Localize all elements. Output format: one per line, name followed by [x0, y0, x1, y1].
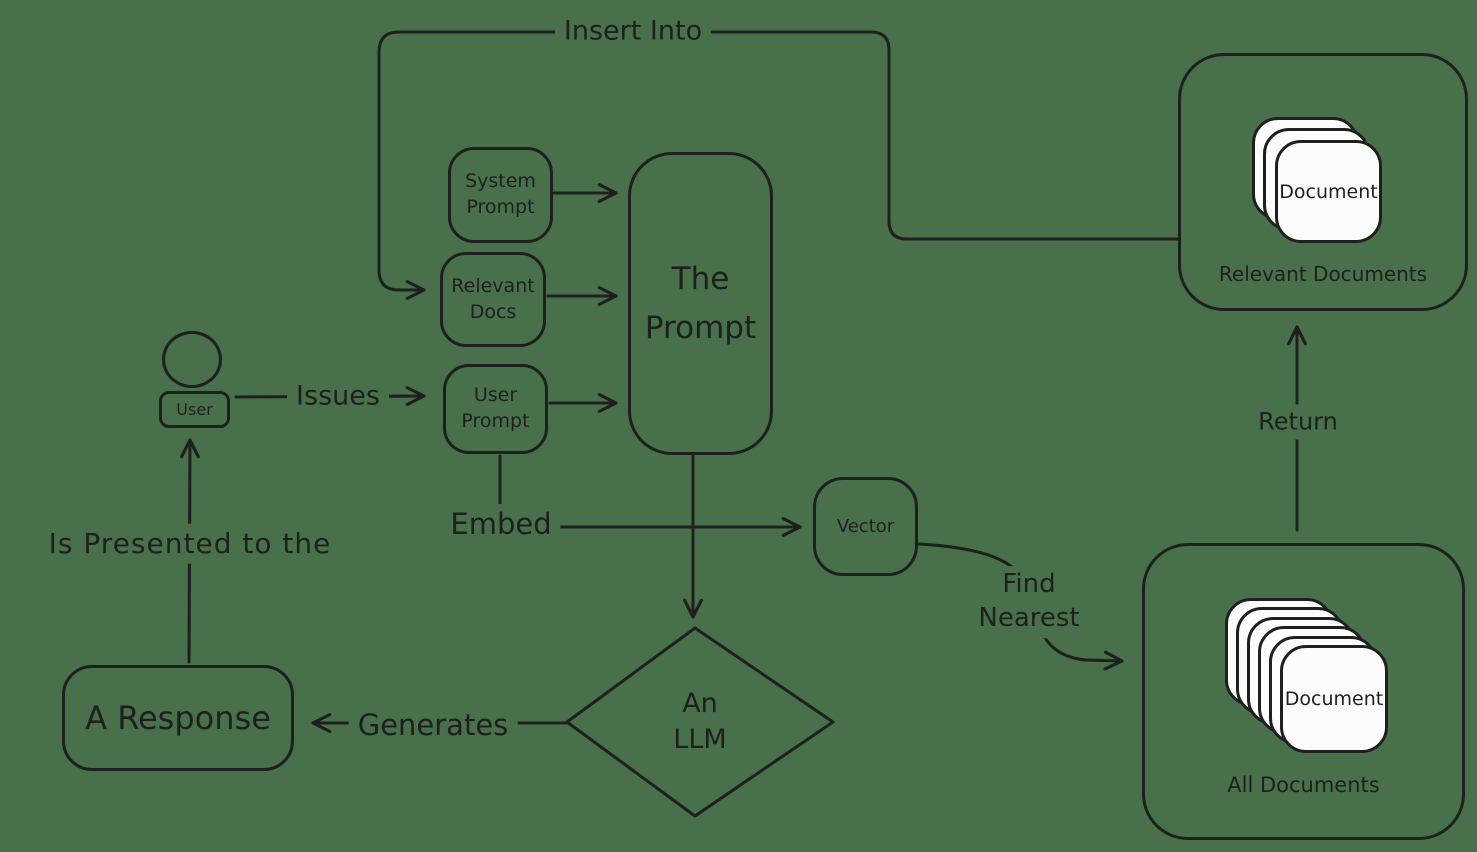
- node-the-prompt: The Prompt: [628, 152, 773, 455]
- document-card-label: Document: [1279, 180, 1378, 203]
- node-relevant-docs-label: Relevant Docs: [451, 274, 535, 323]
- group-relevant-documents: Document Relevant Documents: [1178, 53, 1468, 311]
- node-user-label: User: [176, 400, 213, 419]
- user-head-icon: [162, 331, 222, 388]
- edge-embed-label: Embed: [441, 504, 561, 546]
- node-vector-label: Vector: [836, 516, 895, 537]
- document-card: Document: [1280, 645, 1388, 753]
- edge-insert-into-label: Insert Into: [554, 11, 712, 51]
- node-system-prompt-label: System Prompt: [465, 170, 536, 218]
- group-all-documents-label: All Documents: [1227, 773, 1380, 797]
- edge-find-nearest-label: Find Nearest: [969, 566, 1089, 638]
- edge-is-presented-label: Is Presented to the: [39, 523, 341, 565]
- node-user-prompt-label: User Prompt: [461, 384, 530, 432]
- group-all-documents: Document All Documents: [1142, 543, 1465, 840]
- edge-issues-label: Issues: [287, 376, 389, 416]
- node-llm-label: An LLM: [673, 687, 727, 755]
- node-user: User: [159, 391, 230, 428]
- edge-return-label: Return: [1249, 404, 1347, 440]
- node-relevant-docs: Relevant Docs: [440, 252, 546, 347]
- node-vector: Vector: [813, 477, 918, 576]
- node-system-prompt: System Prompt: [448, 147, 553, 243]
- node-the-prompt-label: The Prompt: [644, 261, 757, 346]
- document-card-label: Document: [1284, 688, 1384, 710]
- node-a-response-label: A Response: [85, 699, 271, 737]
- group-relevant-documents-label: Relevant Documents: [1218, 262, 1428, 286]
- document-card: Document: [1275, 140, 1382, 243]
- node-a-response: A Response: [62, 665, 294, 771]
- edge-generates-label: Generates: [348, 705, 518, 747]
- node-user-prompt: User Prompt: [443, 364, 548, 454]
- node-llm-diamond: [565, 626, 835, 818]
